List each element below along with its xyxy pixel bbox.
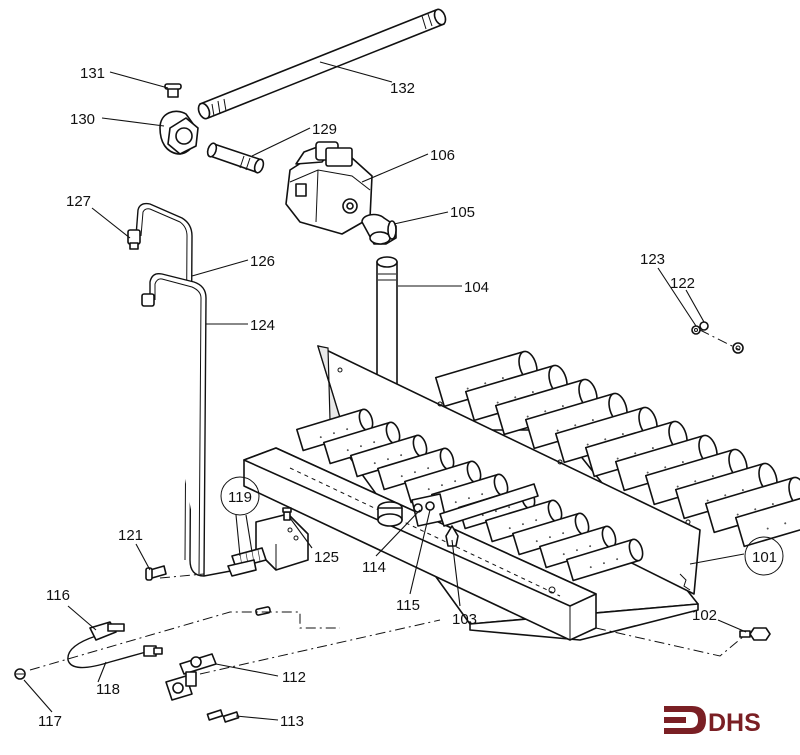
- callout-102: 102: [692, 607, 717, 624]
- dhs-logo: DHS: [664, 706, 761, 737]
- electrode-119: [227, 547, 267, 577]
- callout-115: 115: [396, 597, 420, 614]
- callout-circle-101: [744, 536, 784, 576]
- callout-131: 131: [80, 65, 105, 82]
- callout-118: 118: [96, 681, 120, 698]
- screw-117: [14, 668, 26, 680]
- callout-104: 104: [464, 279, 489, 296]
- orifice-102: [739, 627, 771, 641]
- callout-119: 119: [228, 489, 252, 506]
- plug-131: [164, 83, 182, 98]
- callout-105: 105: [450, 204, 475, 221]
- burner-tubes-rear: [434, 350, 800, 548]
- nut-123: [691, 325, 701, 335]
- screw-small: [255, 606, 271, 616]
- callout-132: 132: [390, 80, 415, 97]
- callout-labels: 131 132 130 129 106 105 127 126 104 123 …: [38, 65, 777, 730]
- orifice-103: [445, 525, 459, 547]
- gas-pipe-132: [197, 8, 447, 120]
- callout-127: 127: [66, 193, 91, 210]
- pilot-tubing-124: [141, 272, 207, 577]
- callout-126: 126: [250, 253, 275, 270]
- gas-valve-106: [285, 141, 373, 235]
- burner-tube-rear-11: [734, 497, 800, 548]
- callout-123: 123: [640, 251, 665, 268]
- dhs-logo-text: DHS: [708, 709, 761, 737]
- callout-121: 121: [118, 527, 143, 544]
- callout-130: 130: [70, 111, 95, 128]
- callout-106: 106: [430, 147, 455, 164]
- thermocouple-116: [67, 621, 163, 669]
- callout-125: 125: [314, 549, 339, 566]
- callout-114: 114: [362, 559, 386, 576]
- pilot-burner-112: [165, 653, 217, 701]
- elbow-105: [361, 213, 397, 245]
- screws-113: [206, 709, 240, 723]
- manifold-bar: [243, 447, 597, 641]
- elbow-130: [159, 110, 199, 155]
- fitting-125: [377, 501, 403, 527]
- callout-124: 124: [250, 317, 275, 334]
- burner-tube-front-11: [566, 538, 644, 582]
- assembly-lines: [29, 329, 745, 675]
- callout-113: 113: [280, 713, 304, 730]
- callout-circle-119: [220, 476, 260, 516]
- callout-101: 101: [752, 549, 777, 566]
- callout-116: 116: [46, 587, 70, 604]
- burner-tube-front-8: [485, 499, 563, 543]
- callout-103: 103: [452, 611, 477, 628]
- callout-112: 112: [282, 669, 306, 686]
- dhs-logo-mark: [664, 706, 706, 734]
- callout-122: 122: [670, 275, 695, 292]
- callout-129: 129: [312, 121, 337, 138]
- nipple-129: [206, 142, 265, 174]
- leader-lines: [23, 61, 747, 721]
- callout-117: 117: [38, 713, 62, 730]
